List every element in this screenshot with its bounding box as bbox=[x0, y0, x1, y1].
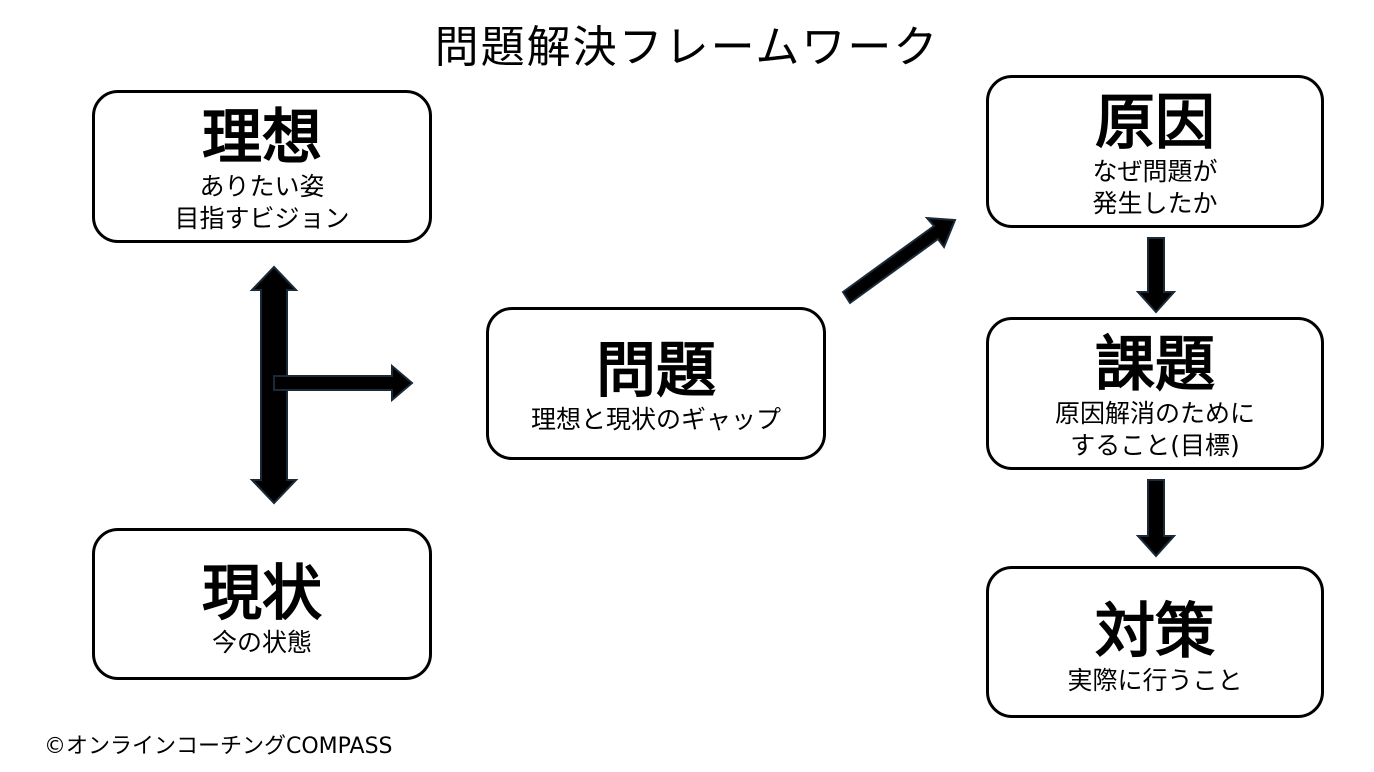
ideal-box: 理想 ありたい姿 目指すビジョン bbox=[92, 90, 432, 243]
measure-line-1: 実際に行うこと bbox=[1067, 666, 1243, 695]
arrow-to-problem bbox=[273, 363, 414, 403]
arrow-cause-to-issue bbox=[1135, 237, 1177, 314]
cause-line-2: 発生したか bbox=[1092, 189, 1218, 218]
issue-line-1: 原因解消のために bbox=[1054, 399, 1255, 428]
measure-heading: 対策 bbox=[1095, 597, 1215, 667]
current-heading: 現状 bbox=[202, 559, 322, 629]
ideal-heading: 理想 bbox=[202, 103, 322, 173]
measure-box: 対策 実際に行うこと bbox=[986, 566, 1324, 718]
copyright-credit: ©オンラインコーチングCOMPASS bbox=[44, 734, 393, 759]
cause-line-1: なぜ問題が bbox=[1092, 157, 1218, 186]
issue-heading: 課題 bbox=[1095, 330, 1215, 400]
issue-line-2: すること(目標) bbox=[1070, 431, 1240, 460]
arrow-issue-to-measure bbox=[1135, 479, 1177, 558]
current-line-1: 今の状態 bbox=[211, 628, 312, 657]
issue-box: 課題 原因解消のために すること(目標) bbox=[986, 317, 1324, 470]
arrow-to-cause bbox=[841, 216, 957, 305]
problem-box: 問題 理想と現状のギャップ bbox=[486, 307, 826, 460]
cause-heading: 原因 bbox=[1095, 88, 1215, 158]
cause-box: 原因 なぜ問題が 発生したか bbox=[986, 75, 1324, 228]
ideal-line-2: 目指すビジョン bbox=[174, 204, 350, 233]
problem-line-1: 理想と現状のギャップ bbox=[530, 405, 781, 434]
current-box: 現状 今の状態 bbox=[92, 528, 432, 680]
ideal-line-1: ありたい姿 bbox=[199, 172, 325, 201]
problem-heading: 問題 bbox=[596, 336, 716, 406]
diagram-title: 問題解決フレームワーク bbox=[434, 22, 940, 73]
